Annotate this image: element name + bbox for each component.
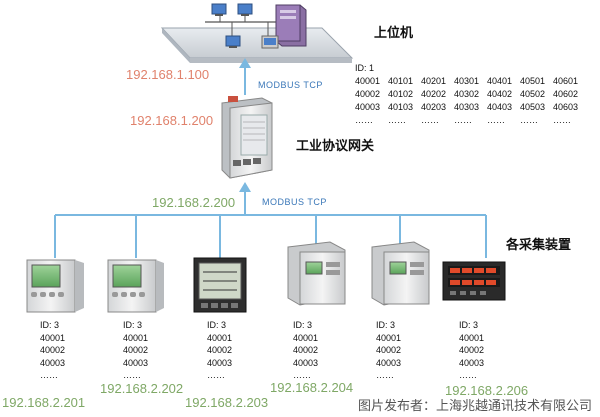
device-2-icon (107, 259, 164, 313)
upper-protocol-label: MODBUS TCP (258, 80, 323, 90)
device-3-registers: ID: 3 40001 40002 40003 …… (207, 320, 233, 380)
register-table-id: ID: 1 (355, 63, 375, 73)
upper-link-arrow (239, 58, 251, 68)
device-4-registers: ID: 3 40001 40002 40003 …… (293, 320, 319, 380)
publisher-watermark: 图片发布者：上海兆越通讯技术有限公司 (357, 398, 592, 413)
lower-link-arrow (239, 182, 251, 192)
device-2-registers: ID: 3 40001 40002 40003 …… (123, 320, 149, 380)
gateway-upper-ip: 192.168.1.200 (130, 113, 214, 128)
device-3-icon (193, 257, 247, 313)
pc-label: 上位机 (374, 25, 414, 40)
device-1-registers: ID: 3 40001 40002 40003 …… (40, 320, 66, 380)
device-1-ip: 192.168.2.201 (2, 395, 86, 410)
gateway-label: 工业协议网关 (296, 138, 375, 153)
register-row: …… …… …… …… …… …… …… (355, 115, 571, 125)
devices-label: 各采集装置 (506, 237, 572, 252)
pc-network-platform (160, 14, 354, 63)
device-5-registers: ID: 3 40001 40002 40003 …… (376, 320, 402, 380)
gateway-lower-ip: 192.168.2.200 (152, 195, 236, 210)
register-table: ID: 1 40001 40101 40201 40301 40401 4050… (355, 62, 586, 127)
register-row: 40001 40101 40201 40301 40401 40501 4060… (355, 76, 579, 86)
lower-protocol-label: MODBUS TCP (262, 197, 327, 207)
device-6-icon (442, 261, 506, 301)
device-4-icon (287, 241, 346, 306)
gateway-device-icon (221, 96, 273, 179)
device-5-icon (371, 241, 430, 306)
device-4-ip: 192.168.2.204 (270, 380, 354, 395)
pc-ip: 192.168.1.100 (126, 67, 210, 82)
register-row: 40003 40103 40203 40303 40403 40503 4060… (355, 102, 579, 112)
device-6-ip: 192.168.2.206 (445, 383, 529, 398)
device-6-registers: ID: 3 40001 40002 40003 …… (459, 320, 485, 380)
device-1-icon (26, 259, 84, 313)
device-drop-lines (54, 215, 487, 258)
server-icon (261, 4, 307, 49)
workstation-icon (211, 3, 253, 48)
register-row: 40002 40102 40202 40302 40402 40502 4060… (355, 89, 579, 99)
device-2-ip: 192.168.2.202 (100, 381, 184, 396)
device-3-ip: 192.168.2.203 (185, 395, 269, 410)
